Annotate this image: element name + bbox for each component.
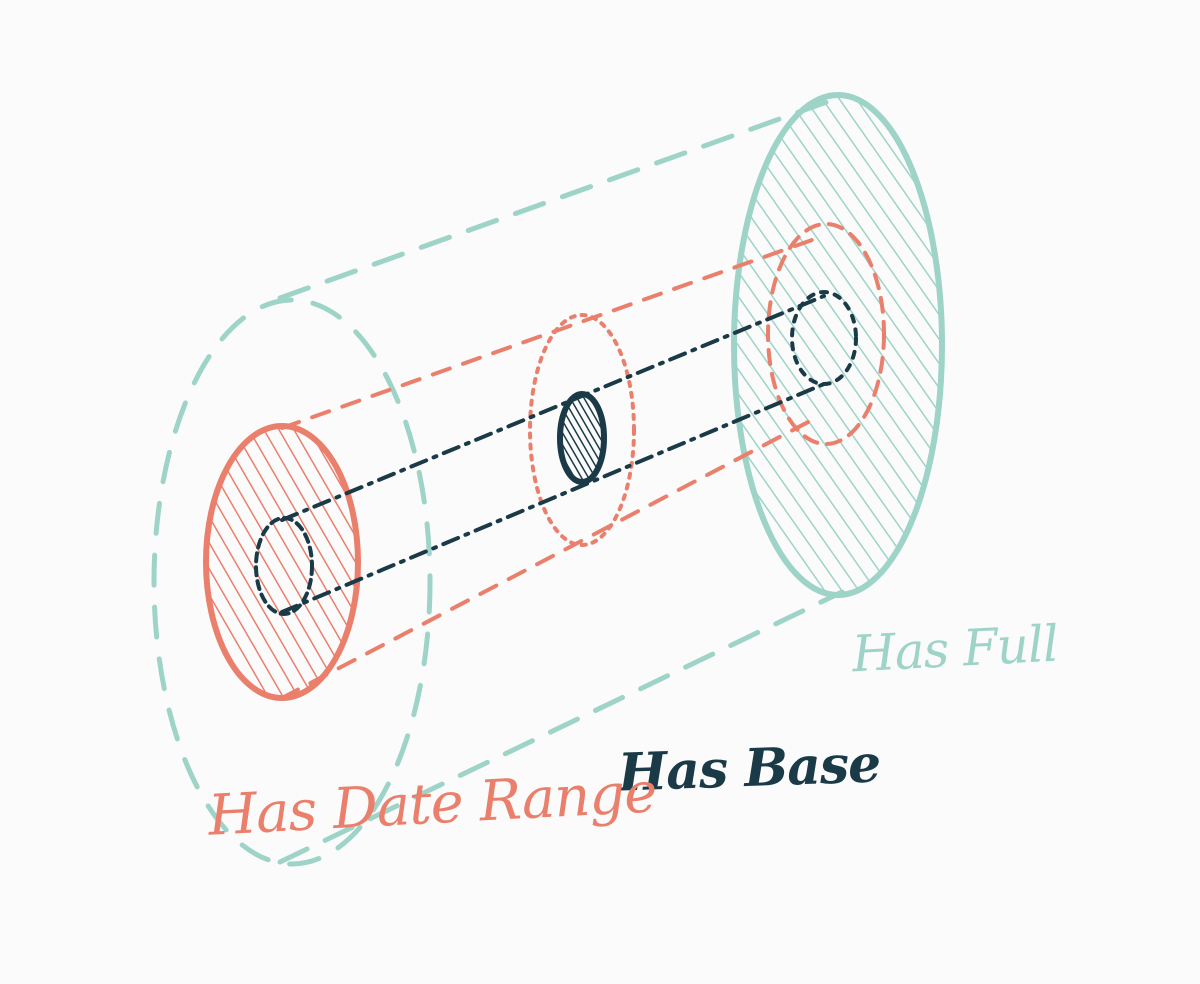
has-full-bottom-edge [277,589,845,865]
has-date-range-bottom-edge [280,418,814,700]
has-full-label: Has Full [850,614,1060,684]
has-date-range-mid-ring [528,313,636,547]
has-full-top-edge [277,95,841,301]
has-base-label: Has Base [617,733,882,804]
has-full-front-face [731,92,945,598]
has-base-front-ring [790,290,858,386]
has-base-mid-disc [557,391,607,485]
has-full-cylinder [151,92,945,867]
has-base-bottom-edge [280,382,826,614]
has-base-back-ring [254,516,314,616]
has-date-range-front-ring [766,222,886,446]
has-date-range-cylinder [203,222,886,701]
has-date-range-back-face [203,423,361,701]
has-base-cylinder [254,290,858,616]
has-full-back-ellipse [151,297,433,867]
has-base-top-edge [280,294,826,522]
